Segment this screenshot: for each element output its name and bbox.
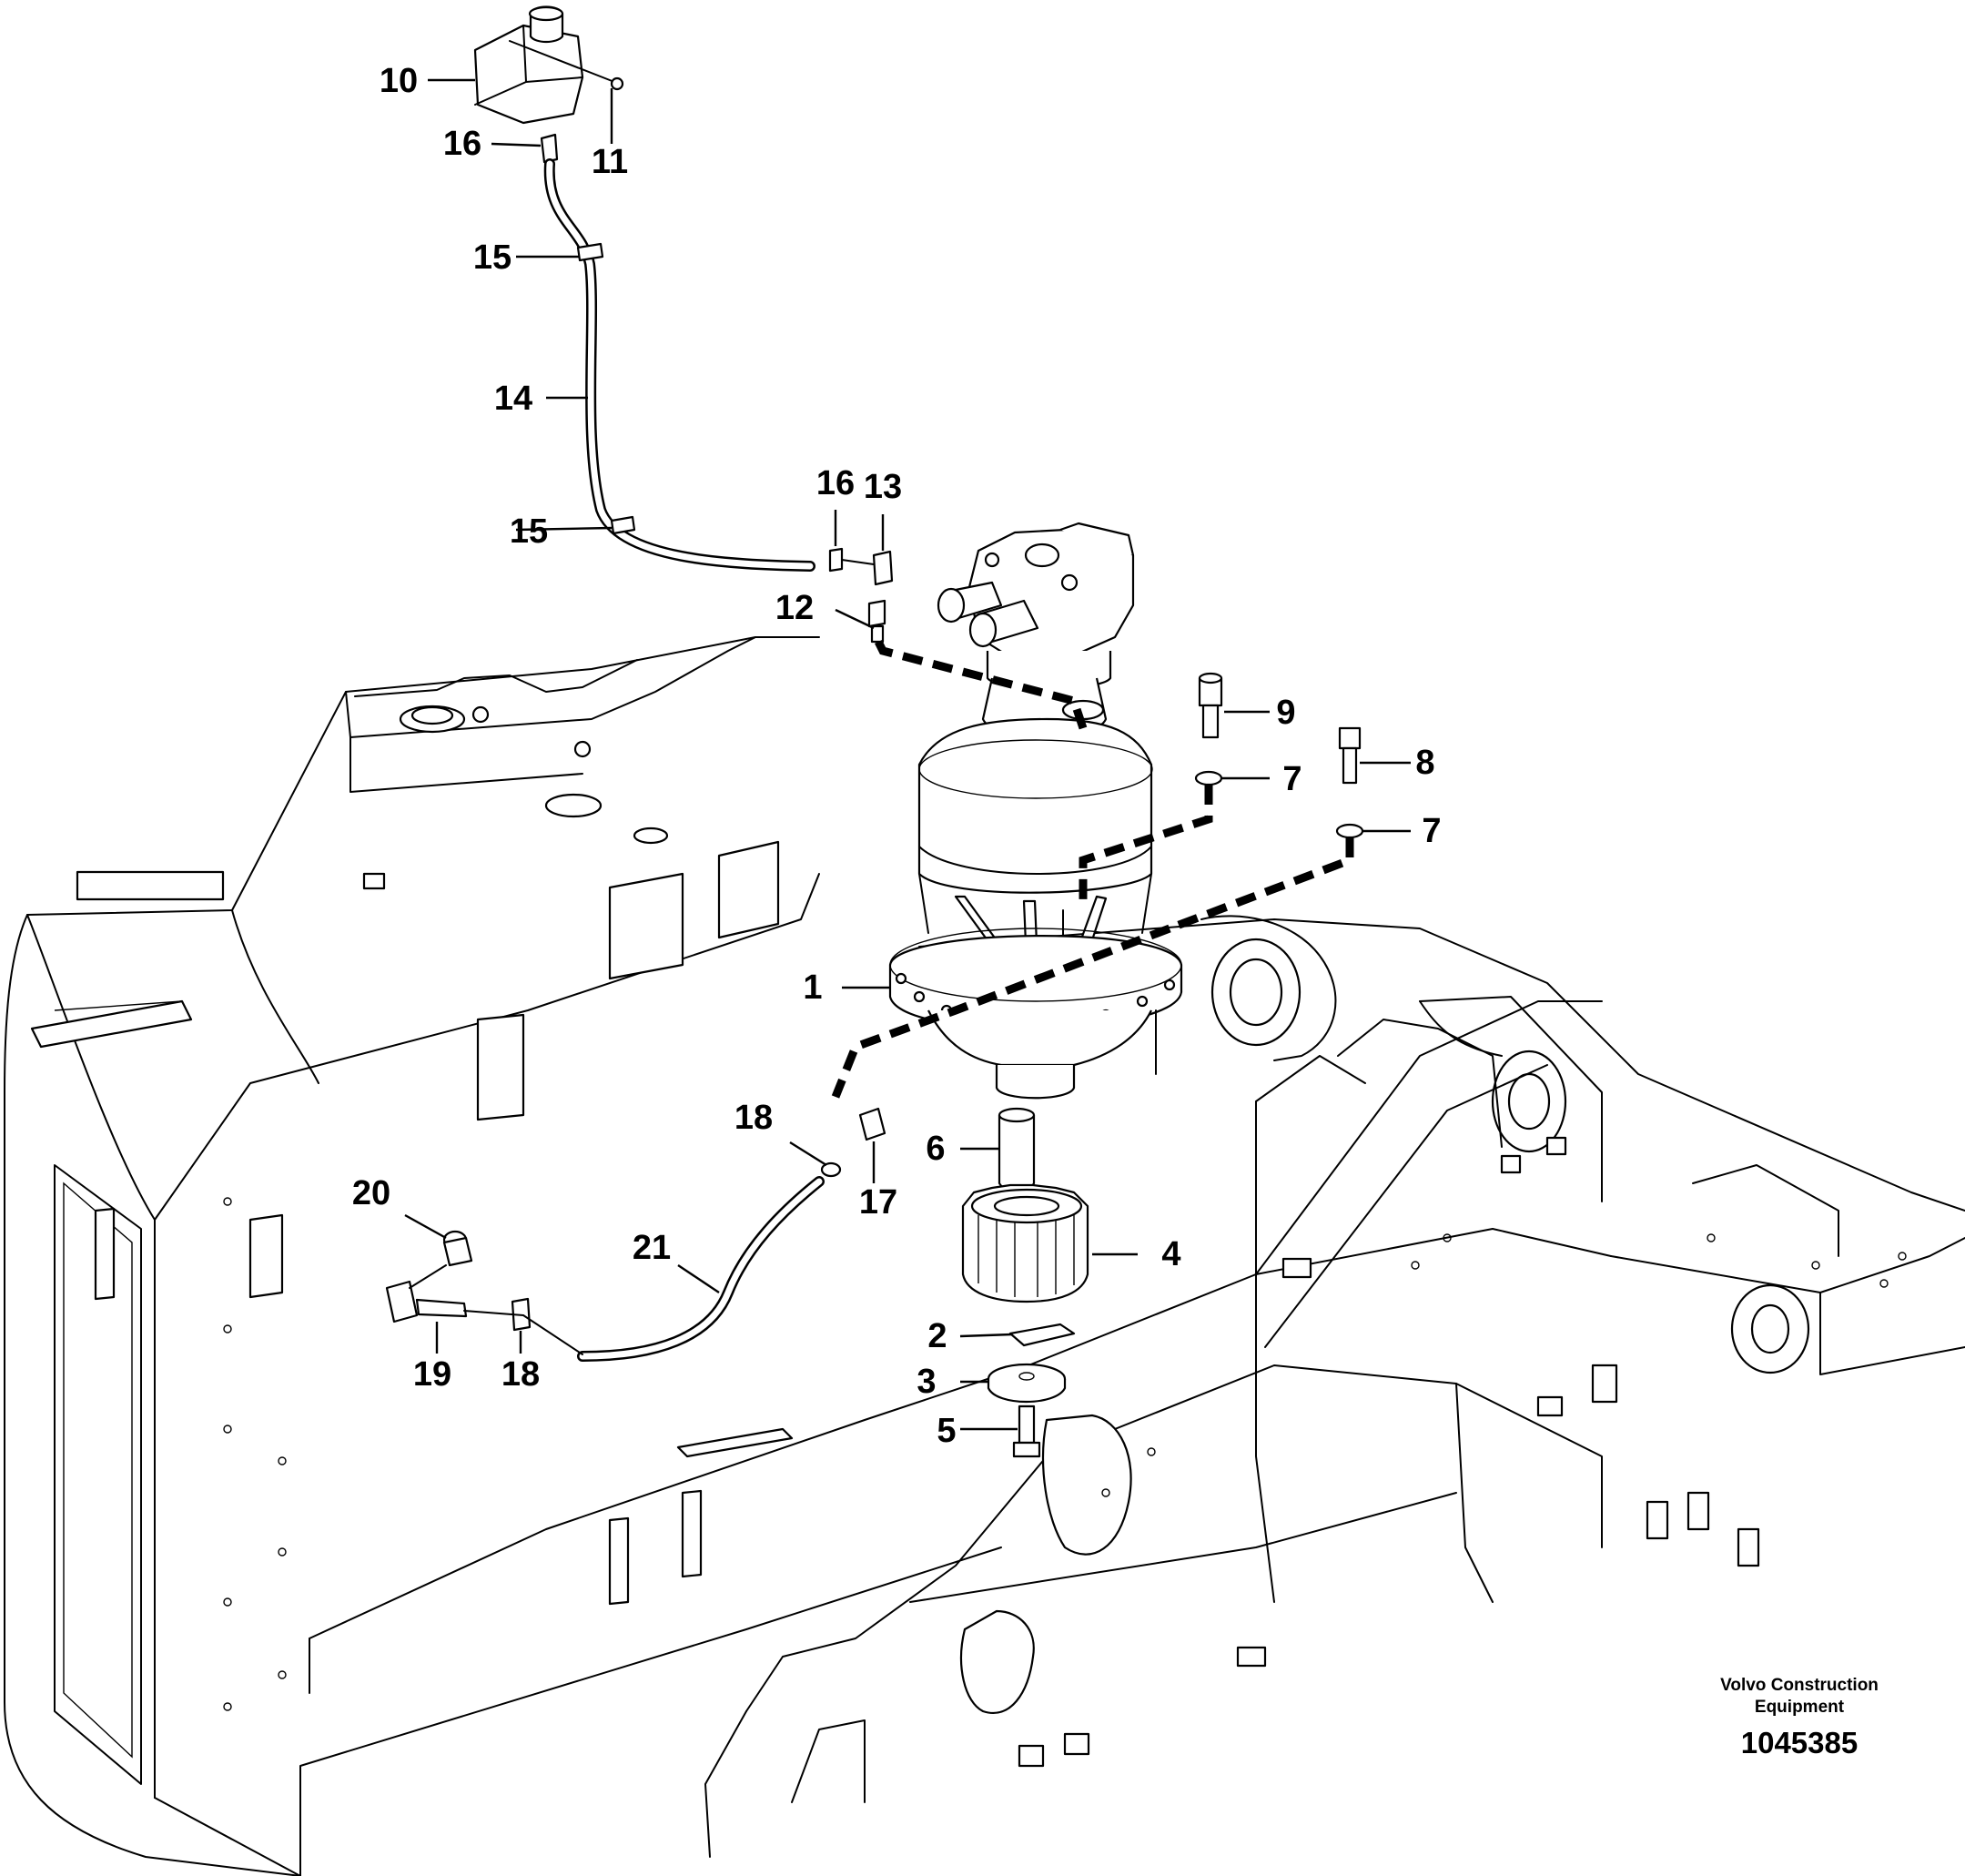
credit-line-2: Equipment (1755, 1698, 1845, 1717)
callout-7-lower: 7 (1422, 812, 1441, 850)
callout-16-lower: 16 (816, 464, 855, 502)
callout-18-lower: 18 (501, 1355, 540, 1394)
callout-8: 8 (1415, 744, 1434, 782)
hoses (463, 158, 825, 1362)
callout-12: 12 (775, 589, 814, 627)
callout-11: 11 (592, 143, 628, 181)
callout-20: 20 (352, 1174, 390, 1212)
callout-1: 1 (803, 968, 822, 1007)
drawing-credit: Volvo Construction Equipment 1045385 (1720, 1676, 1879, 1759)
callout-5: 5 (937, 1412, 956, 1450)
callout-13: 13 (864, 468, 902, 506)
upper-frame-structure (4, 636, 1965, 1876)
callout-19: 19 (413, 1355, 451, 1394)
callout-10: 10 (380, 62, 418, 100)
credit-line-1: Volvo Construction (1720, 1676, 1879, 1695)
callout-21: 21 (633, 1229, 671, 1267)
callout-16-upper: 16 (443, 125, 481, 163)
leader-lines (404, 78, 1411, 1431)
callout-17: 17 (859, 1183, 897, 1222)
callout-15-lower: 15 (510, 512, 548, 551)
callout-15-upper: 15 (473, 238, 512, 277)
assembly-lines (831, 639, 1354, 1099)
callout-6: 6 (926, 1130, 945, 1168)
drawing-number: 1045385 (1741, 1726, 1858, 1759)
callout-14: 14 (494, 380, 532, 418)
callout-3: 3 (917, 1363, 936, 1401)
callout-9: 9 (1276, 694, 1295, 732)
callout-4: 4 (1161, 1235, 1180, 1273)
callout-2: 2 (927, 1317, 947, 1355)
swing-motor-assembly (888, 522, 1183, 1100)
exploded-small-parts (385, 5, 1364, 1458)
callout-18-upper: 18 (734, 1099, 773, 1137)
callout-labels: 1 2 3 4 5 6 7 7 8 9 10 11 12 13 14 15 15… (352, 62, 1442, 1450)
callout-7-upper: 7 (1282, 760, 1302, 798)
